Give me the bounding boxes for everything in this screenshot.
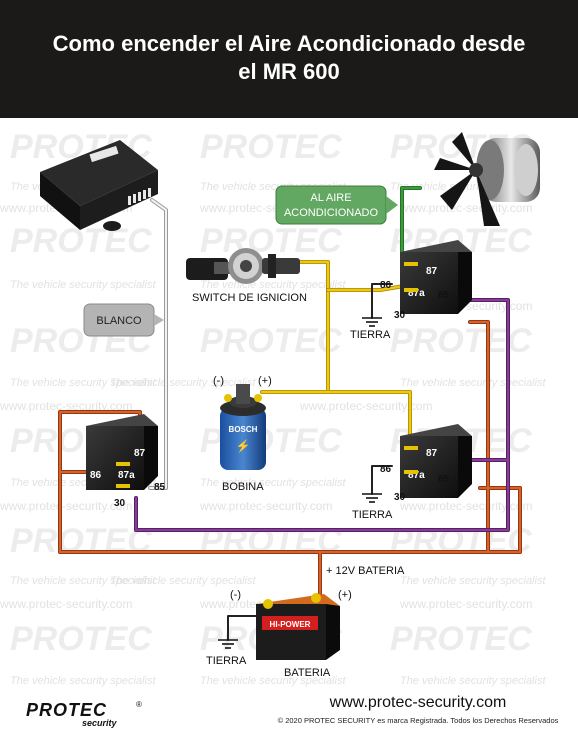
footer-brand-logo: PROTEC (26, 700, 108, 720)
wire-yellow-coil-core (260, 390, 412, 450)
ground-symbol-battery (218, 639, 238, 649)
watermark-url: www.protec-security.com (399, 499, 532, 513)
wiring-diagram: PROTEC PROTEC PROTEC The vehicle securit… (0, 128, 546, 687)
watermark-brand: PROTEC (200, 128, 342, 166)
watermark-brand: PROTEC (200, 222, 342, 260)
wire-white-core (149, 199, 167, 489)
battery: HI-POWER (256, 593, 340, 660)
relay-2-pin-87: 87 (426, 448, 438, 459)
mr600-module (40, 140, 158, 231)
watermark-tagline: The vehicle security specialist (400, 377, 546, 389)
battery-negative-label: (-) (230, 589, 241, 601)
relay-1: 87 87a 86 85 30 (380, 240, 472, 321)
watermark-url: www.protec-security.com (0, 399, 132, 413)
wire-purple-core (134, 298, 510, 532)
relay-3-pin-30: 30 (114, 498, 126, 509)
air-label-line-1: AL AIRE (310, 192, 351, 204)
watermark-tagline: The vehicle security specialist (10, 279, 156, 291)
page-title: Como encender el Aire Acondicionado desd… (0, 30, 578, 86)
ignition-switch (186, 248, 300, 284)
header-bar: Como encender el Aire Acondicionado desd… (0, 0, 578, 118)
watermark-tagline: The vehicle security specialist (200, 477, 346, 489)
relay-1-pin-85: 85 (438, 290, 450, 301)
battery-brand: HI-POWER (270, 620, 311, 629)
ignition-label: SWITCH DE IGNICION (192, 292, 307, 304)
relay-2-pin-87a: 87a (408, 470, 425, 481)
watermark-brand: PROTEC (200, 322, 342, 360)
watermark-brand: PROTEC (390, 620, 532, 658)
relay-2-pin-30: 30 (394, 492, 406, 503)
relay-1-pin-87: 87 (426, 266, 438, 277)
relay-2-pin-86: 86 (380, 464, 392, 475)
ac-motor (434, 132, 540, 226)
wire-green-core (400, 186, 422, 262)
coil-label: BOBINA (222, 481, 264, 493)
watermark-brand: PROTEC (390, 322, 532, 360)
air-label-line-2: ACONDICIONADO (284, 207, 379, 219)
wires (58, 186, 522, 641)
watermark-tagline: The vehicle security specialist (10, 575, 156, 587)
watermark-tagline: The vehicle security specialist (110, 377, 256, 389)
footer-brand-sub: security (82, 718, 117, 728)
watermark-url: www.protec-security.com (399, 597, 532, 611)
relay-3-pin-86: 86 (90, 470, 102, 481)
ignition-coil: BOSCH ⚡ (220, 384, 266, 470)
battery-positive-label: (+) (338, 589, 352, 601)
watermark-url: www.protec-security.com (0, 597, 132, 611)
white-wire-label: BLANCO (83, 303, 164, 337)
ground-label-relay-2: TIERRA (352, 509, 393, 521)
relay-2-pin-85: 85 (438, 474, 450, 485)
wire-orange-bus-core (58, 320, 522, 614)
watermark-row-3: PROTEC PROTEC PROTEC The vehicle securit… (0, 322, 546, 413)
title-line-2: el MR 600 (238, 59, 340, 84)
watermark-tagline: The vehicle security specialist (400, 575, 546, 587)
coil-negative-label: (-) (213, 375, 224, 387)
wire-yellow-ignition-core (298, 260, 330, 394)
relay-3-pin-87a: 87a (118, 470, 135, 481)
ground-symbol-relay-2 (362, 493, 382, 503)
watermark-tagline: The vehicle security specialist (10, 377, 156, 389)
air-label: AL AIRE ACONDICIONADO (275, 185, 398, 225)
watermark-url: www.protec-security.com (199, 499, 332, 513)
ground-symbol-relay-1 (362, 317, 382, 327)
ground-label-battery: TIERRA (206, 655, 247, 667)
watermark-brand: PROTEC (10, 620, 152, 658)
wire-ground-relay2 (371, 465, 393, 495)
watermark-tagline: The vehicle security specialist (110, 575, 256, 587)
lightning-icon: ⚡ (236, 439, 251, 453)
white-wire-label-text: BLANCO (96, 315, 142, 327)
wire-yellow-relay1-core (326, 284, 406, 292)
title-line-1: Como encender el Aire Acondicionado desd… (52, 31, 526, 56)
wire-ground-battery (227, 615, 257, 641)
watermark-row-5: PROTEC PROTEC PROTEC The vehicle securit… (0, 522, 546, 611)
coil-positive-label: (+) (258, 375, 272, 387)
watermark-tagline: The vehicle security specialist (200, 279, 346, 291)
watermark-tagline: The vehicle security specialist (200, 675, 346, 687)
watermark-url: www.protec-security.com (299, 399, 432, 413)
footer-brand-registered: ® (136, 700, 142, 709)
watermark-url: www.protec-security.com (0, 499, 132, 513)
wire-ground-relay1 (371, 283, 393, 319)
relay-1-pin-86: 86 (380, 280, 392, 291)
relay-1-pin-87a: 87a (408, 288, 425, 299)
relay-1-pin-30: 30 (394, 310, 406, 321)
watermark-tagline: The vehicle security specialist (10, 675, 156, 687)
footer-copyright: © 2020 PROTEC SECURITY es marca Registra… (277, 716, 559, 725)
ground-label-relay-1: TIERRA (350, 329, 391, 341)
battery-12v-label: + 12V BATERIA (326, 565, 405, 577)
battery-label: BATERIA (284, 667, 331, 679)
coil-brand: BOSCH (229, 425, 258, 434)
relay-2: 87 87a 86 85 30 (380, 424, 472, 503)
relay-3-pin-85: 85 (154, 482, 166, 493)
watermark-brand: PROTEC (390, 522, 532, 560)
relay-3-pin-87: 87 (134, 448, 146, 459)
relay-3: 87 87a 86 85 30 (86, 414, 166, 509)
watermark-tagline: The vehicle security specialist (400, 675, 546, 687)
watermark-brand: PROTEC (10, 522, 152, 560)
watermark-url: www.protec-security.com (399, 201, 532, 215)
footer-website[interactable]: www.protec-security.com (329, 694, 507, 711)
